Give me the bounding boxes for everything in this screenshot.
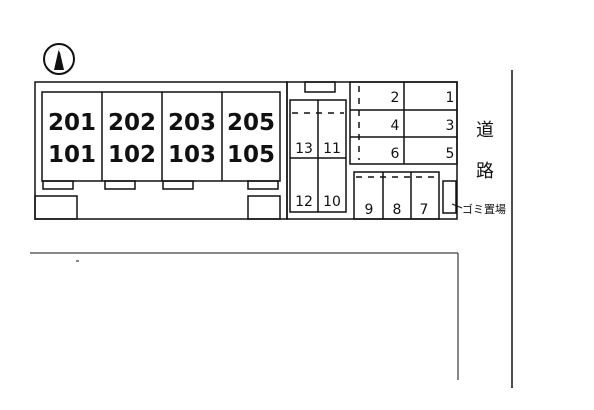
unit-lower-label: 105 [227,142,275,168]
door-stub [247,180,279,190]
stall-label: 1 [446,90,455,106]
stall-label: 8 [393,202,402,218]
garbage-label: ゴミ置場 [462,202,506,216]
stall-label: 10 [323,194,341,210]
corner-block [34,195,78,220]
garbage-box [442,180,457,214]
garbage-leader-line [451,203,463,209]
north-compass: N [43,43,75,75]
unit-upper-label: 202 [108,110,156,136]
road-label-char: 路 [476,161,494,182]
road-label-char: 道 [476,120,494,141]
parking-lot [286,81,458,220]
unit-upper-label: 203 [168,110,216,136]
door-stub [104,180,136,190]
building-inner [41,91,281,182]
parking-labels: 13 11 12 10 2 1 4 3 6 5 9 8 7 [295,90,454,218]
unit-labels: 201 101 202 102 203 103 205 105 [48,110,275,168]
top-notch [304,81,336,93]
unit-lower-label: 101 [48,142,96,168]
compass-arrow-icon [54,48,64,70]
stall-label: 7 [420,202,429,218]
stall-label: 11 [323,141,341,157]
unit-lower-label: 102 [108,142,156,168]
compass-circle [43,43,75,75]
stall-label: 13 [295,141,313,157]
building [34,81,336,220]
unit-upper-label: 205 [227,110,275,136]
door-stub [42,180,74,190]
unit-lower-label: 103 [168,142,216,168]
compass-letter: N [56,46,62,55]
stall-label: 9 [365,202,374,218]
bottom-stall-block [353,171,440,220]
stall-label: 12 [295,194,313,210]
stall-label: 4 [391,118,400,134]
stall-label: 5 [446,146,455,162]
door-stub [162,180,194,190]
stall-label: 3 [446,118,455,134]
unit-upper-label: 201 [48,110,96,136]
stall-label: 6 [391,146,400,162]
corner-block [247,195,281,220]
stall-label: 2 [391,90,400,106]
